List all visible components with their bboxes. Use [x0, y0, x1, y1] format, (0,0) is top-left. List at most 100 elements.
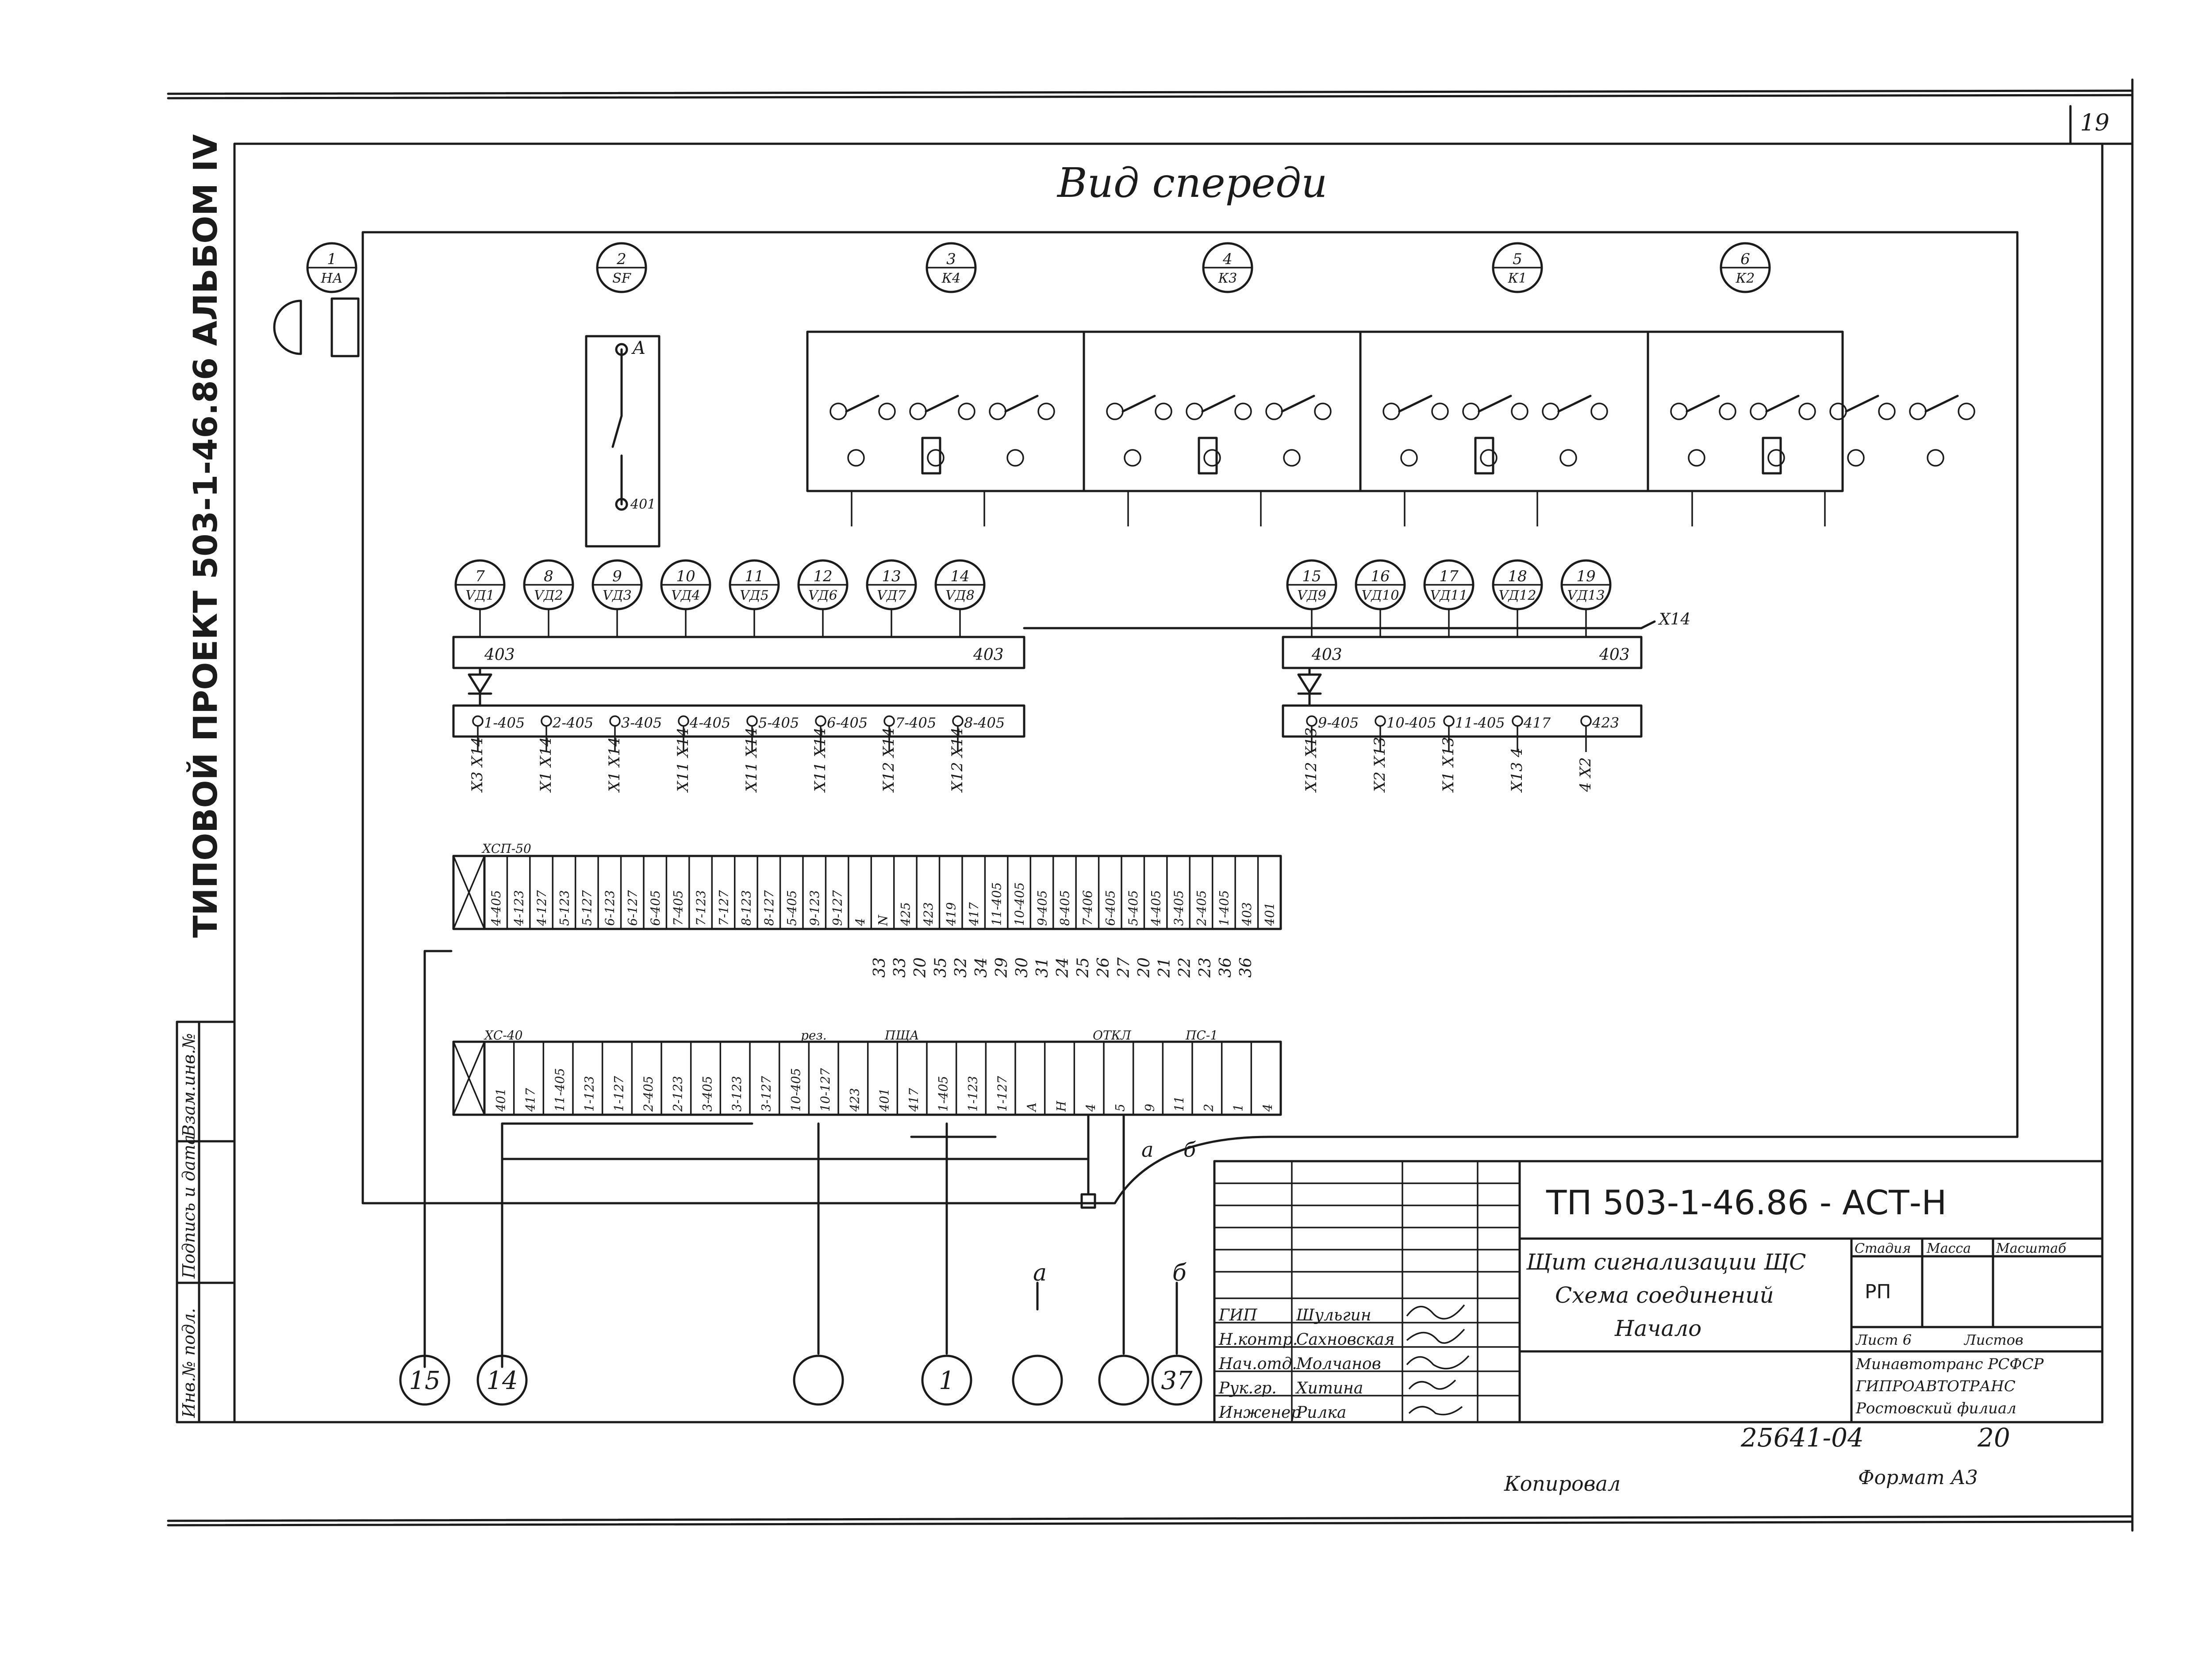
- relay-k4-body: [806, 330, 1085, 492]
- name-3: Молчанов: [1296, 1355, 1381, 1373]
- terminal-lower-18: 1-127: [995, 1076, 1010, 1112]
- device-bubble-sf-num: 2: [616, 250, 626, 268]
- terminal-lower-27: 4: [1260, 1104, 1275, 1112]
- terminal-lower-1: 401: [494, 1088, 508, 1112]
- diode-bubble-12-num: 12: [813, 568, 832, 585]
- diode-output-left-5: 5-405: [758, 714, 799, 731]
- bottom-wiring: [423, 950, 1178, 1368]
- diode-output-left-x-1: Х3 Х14: [469, 737, 486, 793]
- terminal-upper-12: 8-123: [739, 890, 754, 926]
- upper-wire-number-12: 26: [1094, 957, 1113, 978]
- svg-text:A: A: [631, 338, 645, 358]
- terminal-upper-2: 4-123: [511, 890, 526, 926]
- diode-bubble-13-num: 13: [882, 568, 901, 585]
- bottom-connector-2: [476, 1354, 528, 1406]
- left-output-strip: [452, 704, 1025, 738]
- terminal-upper-22: 417: [967, 902, 981, 926]
- terminal-upper-20: 423: [921, 902, 936, 926]
- diode-output-left-6: 6-405: [827, 714, 868, 731]
- cable-letter-b: б: [1183, 1138, 1196, 1162]
- upper-wire-number-9: 31: [1033, 957, 1052, 978]
- right-bus-label: 403: [1311, 646, 1342, 664]
- cable-letter-a: а: [1141, 1138, 1153, 1162]
- device-bubble-к3-code: К3: [1218, 271, 1237, 286]
- terminal-upper-32: 2-405: [1194, 890, 1209, 926]
- diode-output-left-1: 1-405: [484, 714, 525, 731]
- upper-wire-number-4: 35: [932, 957, 950, 978]
- diode-bubble-14-num: 14: [950, 568, 969, 585]
- device-bubble-к1-code: К1: [1508, 271, 1527, 286]
- diode-output-right-1: 9-405: [1318, 714, 1359, 731]
- terminal-upper-31: 3-405: [1171, 890, 1186, 926]
- tag-ps1: ПС-1: [1185, 1028, 1218, 1043]
- terminal-upper-8: 6-405: [648, 890, 663, 926]
- terminal-lower-20: Н: [1054, 1101, 1068, 1112]
- diode-bubble-15-num: 15: [1302, 568, 1321, 585]
- terminal-upper-6: 6-123: [603, 890, 617, 926]
- terminal-lower-21: 4: [1083, 1104, 1098, 1112]
- diode-bubble-9-code: VД3: [603, 588, 632, 603]
- diode-output-left-4: 4-405: [689, 714, 730, 731]
- diode-bubble-17-code: VД11: [1430, 588, 1468, 603]
- terminal-upper-35: 401: [1263, 902, 1277, 926]
- terminal-lower-6: 2-405: [641, 1076, 656, 1112]
- archive-sheet: 20: [1977, 1423, 2010, 1453]
- bottom-connector-label-4: 1: [939, 1366, 955, 1395]
- stage-value: РП: [1865, 1281, 1891, 1303]
- upper-wire-number-13: 27: [1115, 957, 1133, 978]
- left-bus-strip: [452, 636, 1025, 669]
- x14-tag: Х14: [1658, 610, 1690, 629]
- role-2: Н.контр.: [1218, 1331, 1298, 1349]
- terminal-lower-12: 10-127: [818, 1068, 833, 1112]
- device-bubble-на: 1НА: [306, 242, 357, 293]
- diode-output-left-x-7: Х12 Х14: [880, 727, 898, 793]
- terminal-lower-11: 10-405: [788, 1068, 803, 1112]
- diode-bubble-18-code: VД12: [1499, 588, 1536, 603]
- terminal-lower-5: 1-127: [611, 1076, 626, 1112]
- diode-output-left-x-2: Х1 Х14: [537, 737, 555, 793]
- terminal-lower-23: 9: [1142, 1104, 1157, 1112]
- terminal-lower-22: 5: [1113, 1104, 1128, 1112]
- strip-signature: Подпись и дата: [179, 1135, 199, 1279]
- diode-bubble-15-code: VД9: [1297, 588, 1326, 603]
- terminal-lower-26: 1: [1231, 1104, 1245, 1112]
- device-bubble-к2: 6К2: [1720, 242, 1771, 293]
- role-5: Инженер: [1218, 1404, 1301, 1422]
- diode-bubble-14-code: VД8: [945, 588, 975, 603]
- right-output-strip: [1282, 704, 1643, 738]
- terminal-upper-23: 11-405: [989, 882, 1004, 926]
- diode-bubble-12-code: VД6: [808, 588, 837, 603]
- format-label: Формат А3: [1858, 1466, 1978, 1489]
- title-block-grid: [1213, 1160, 2104, 1423]
- terminal-lower-24: 11: [1172, 1096, 1187, 1112]
- tag-xs40: ХС-40: [484, 1028, 522, 1043]
- diode-output-left-2: 2-405: [552, 714, 593, 731]
- relay-contacts: [830, 395, 1975, 526]
- upper-wire-number-8: 30: [1013, 957, 1031, 978]
- diode-bubble-19-num: 19: [1576, 568, 1595, 585]
- diode-buses: [452, 620, 1656, 738]
- diode-output-right-3: 11-405: [1455, 714, 1505, 731]
- upper-wire-number-6: 34: [972, 957, 991, 978]
- terminal-upper-29: 5-405: [1126, 890, 1141, 926]
- bottom-letter-a: а: [1033, 1260, 1047, 1286]
- terminal-upper-5: 5-127: [580, 890, 595, 926]
- side-stamp: ТИПОВОЙ ПРОЕКТ 503-1-46.86 АЛЬБОМ IV: [186, 134, 225, 938]
- bottom-connector-3: [793, 1354, 844, 1406]
- upper-wire-number-17: 23: [1196, 957, 1214, 978]
- tag-pscha: ПЩА: [884, 1028, 919, 1043]
- diode-output-left-x-5: Х11 Х14: [743, 727, 760, 793]
- diode-output-left-8: 8-405: [964, 714, 1005, 731]
